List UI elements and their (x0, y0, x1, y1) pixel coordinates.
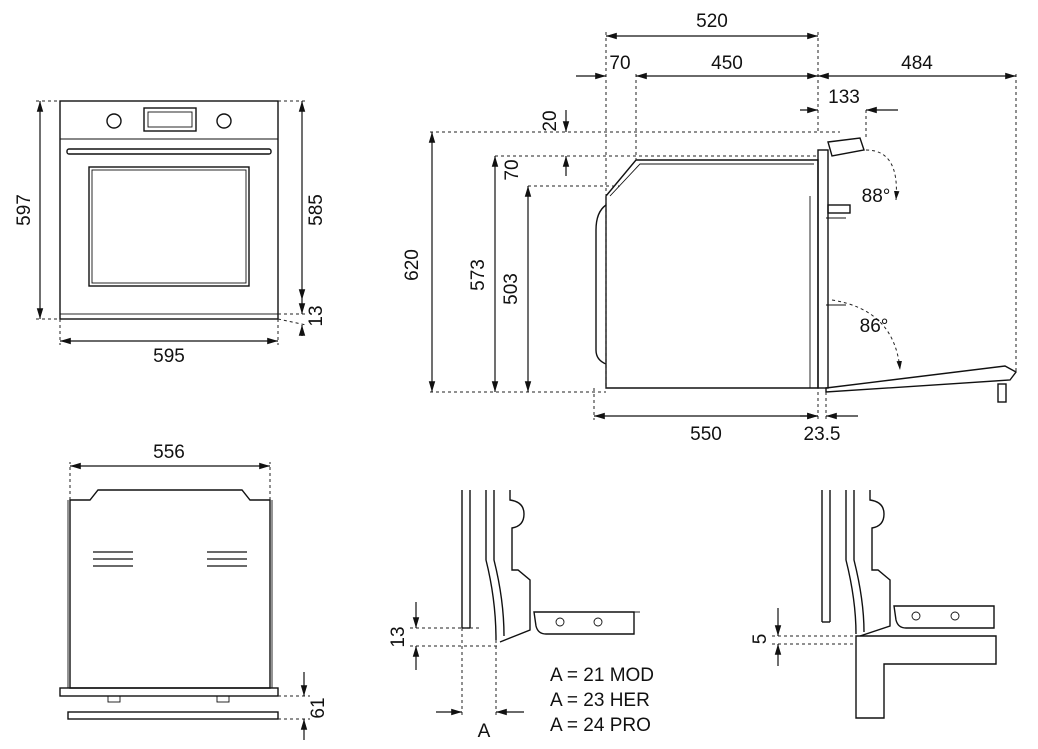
left-bracket (533, 611, 635, 635)
control-display (143, 107, 197, 132)
detail-gap-5: 5 (750, 634, 771, 645)
top-handle (827, 137, 865, 157)
back-height-61: 61 (308, 697, 329, 718)
side-door-484: 484 (901, 53, 933, 74)
open-door (825, 365, 1018, 393)
side-depth-520: 520 (696, 11, 728, 32)
side-height-573: 573 (468, 259, 489, 291)
note-a-21: A = 21 MOD (550, 665, 654, 686)
side-angle-88: 88° (862, 186, 891, 207)
side-top-20: 20 (540, 110, 561, 131)
door-window (88, 166, 250, 287)
front-height-585: 585 (306, 194, 327, 226)
oven-back-body (69, 489, 271, 689)
detail-marker-a: A (478, 721, 491, 742)
side-door-23-5: 23.5 (804, 424, 841, 445)
left-knob (106, 113, 122, 129)
back-bottom-rail (67, 711, 279, 720)
back-view: 556 61 (59, 442, 329, 740)
note-a-23: A = 23 HER (550, 690, 650, 711)
front-height-597: 597 (14, 194, 35, 226)
door-handle (66, 148, 272, 155)
detail-gap-13: 13 (388, 626, 409, 647)
front-gap-13: 13 (306, 305, 327, 326)
control-panel-side (817, 149, 829, 389)
right-knob (216, 113, 232, 129)
oven-bottom-strip (59, 313, 279, 320)
side-height-503: 503 (501, 273, 522, 305)
detail-left: 13 A A = 21 MOD A = 23 HER A = 24 PRO (388, 490, 654, 742)
back-base-plate (59, 687, 279, 697)
side-depth-450: 450 (711, 53, 743, 74)
right-bracket (893, 605, 995, 629)
left-vent (93, 551, 133, 567)
side-height-620: 620 (402, 249, 423, 281)
side-knob (827, 204, 851, 214)
oven-side-body (605, 159, 819, 389)
side-depth-550: 550 (690, 424, 722, 445)
side-view: 520 70 450 484 133 20 70 88° 86° 620 573… (402, 11, 1018, 445)
detail-right: 5 (750, 490, 997, 719)
side-gap-70: 70 (502, 159, 523, 180)
angle-arc-86 (831, 299, 902, 371)
right-vent (207, 551, 247, 567)
side-handle-133: 133 (828, 87, 860, 108)
front-width-595: 595 (153, 346, 185, 367)
cabinet-shelf (855, 635, 997, 719)
front-view: 597 585 13 595 (14, 100, 327, 367)
side-offset-70: 70 (609, 53, 630, 74)
back-width-556: 556 (153, 442, 185, 463)
note-a-24: A = 24 PRO (550, 715, 651, 736)
side-angle-86: 86° (860, 316, 889, 337)
